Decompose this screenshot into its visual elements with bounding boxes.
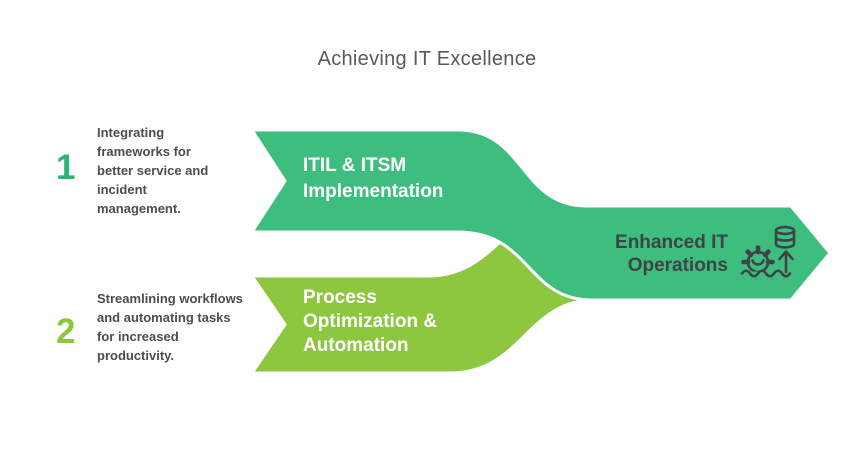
it-operations-icon [740, 225, 796, 278]
result-label: Enhanced IT Operations [615, 232, 728, 276]
diagram-title: Achieving IT Excellence [317, 48, 537, 70]
step-2-description: Streamlining workflows and automating ta… [97, 291, 243, 363]
step-1-number: 1 [56, 148, 76, 187]
wave-icon [740, 269, 792, 278]
gear-icon [741, 245, 775, 272]
itil-itsm-band-and-result-arrow [249, 128, 832, 302]
step-1-band-label: ITIL & ITSM Implementation [303, 155, 444, 202]
step-2-band-label: Process Optimization & Automation [303, 287, 438, 356]
step-2-number: 2 [56, 312, 76, 351]
database-icon [774, 225, 796, 249]
up-arrow-icon [778, 250, 794, 274]
step-1-description: Integrating frameworks for better servic… [97, 125, 209, 216]
